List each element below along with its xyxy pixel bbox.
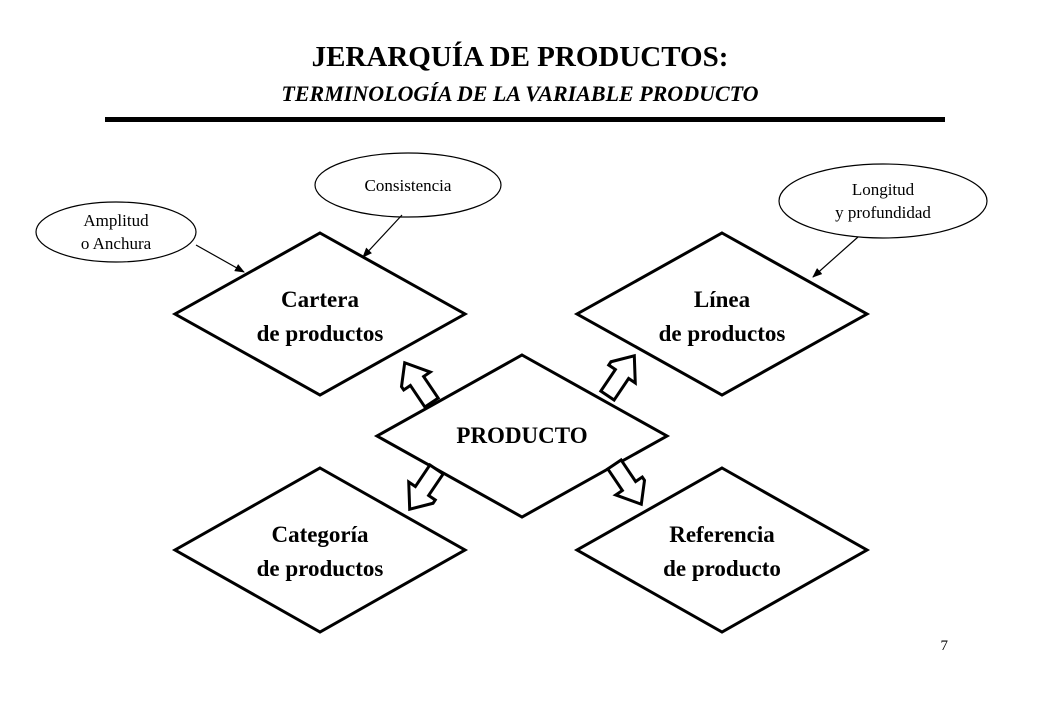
ellipse-amplitud <box>35 201 197 263</box>
slide-title: JERARQUÍA DE PRODUCTOS: <box>311 41 729 73</box>
diamond-referencia <box>573 466 871 634</box>
producto-label: PRODUCTO <box>422 419 622 453</box>
pointer-longitud-arrow <box>812 236 859 278</box>
categoria-label-line1: Categoría <box>271 522 369 547</box>
pointer-consistencia-arrow <box>362 214 403 258</box>
producto-label-line1: PRODUCTO <box>456 423 588 448</box>
referencia-label: Referencia de producto <box>622 518 822 586</box>
longitud-label-line1: Longitud <box>851 180 915 199</box>
diamond-cartera <box>171 231 469 397</box>
consistencia-label-line1: Consistencia <box>364 176 452 195</box>
longitud-label: Longitud y profundidad <box>793 178 973 224</box>
block-arrow-down-right <box>605 457 647 507</box>
page-number: 7 <box>940 638 949 654</box>
block-arrow-up-left <box>399 360 441 410</box>
cartera-label-line1: Cartera <box>281 287 359 312</box>
diamond-linea <box>573 231 871 397</box>
ellipse-longitud <box>778 163 988 239</box>
linea-label-line2: de productos <box>658 321 786 346</box>
block-arrow-up-right <box>598 353 637 403</box>
title-underline <box>105 117 945 122</box>
block-arrow-down-left <box>407 462 446 512</box>
diamond-producto <box>373 353 671 519</box>
linea-label-line1: Línea <box>693 287 751 312</box>
referencia-label-line2: de producto <box>663 556 781 581</box>
ellipse-consistencia <box>314 152 502 218</box>
amplitud-label: Amplitud o Anchura <box>46 209 186 255</box>
amplitud-label-line1: Amplitud <box>83 211 149 230</box>
cartera-label-line2: de productos <box>256 321 384 346</box>
longitud-label-line2: y profundidad <box>835 203 931 222</box>
consistencia-label: Consistencia <box>328 174 488 197</box>
pointer-amplitud-arrow <box>195 244 245 273</box>
amplitud-label-line2: o Anchura <box>80 234 152 253</box>
diamond-categoria <box>171 466 469 634</box>
slide-subtitle: TERMINOLOGÍA DE LA VARIABLE PRODUCTO <box>281 81 759 106</box>
categoria-label-line2: de productos <box>256 556 384 581</box>
referencia-label-line1: Referencia <box>669 522 775 547</box>
linea-label: Línea de productos <box>622 283 822 351</box>
cartera-label: Cartera de productos <box>220 283 420 351</box>
categoria-label: Categoría de productos <box>220 518 420 586</box>
